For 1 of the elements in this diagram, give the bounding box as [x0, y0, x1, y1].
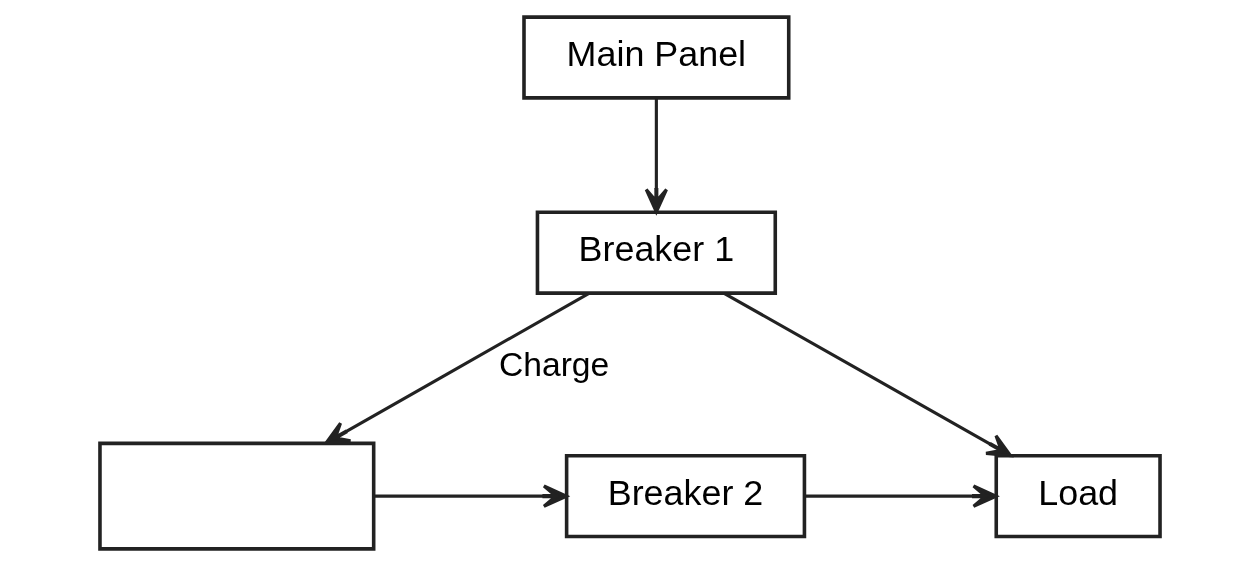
edge-label: Charge [498, 346, 610, 384]
